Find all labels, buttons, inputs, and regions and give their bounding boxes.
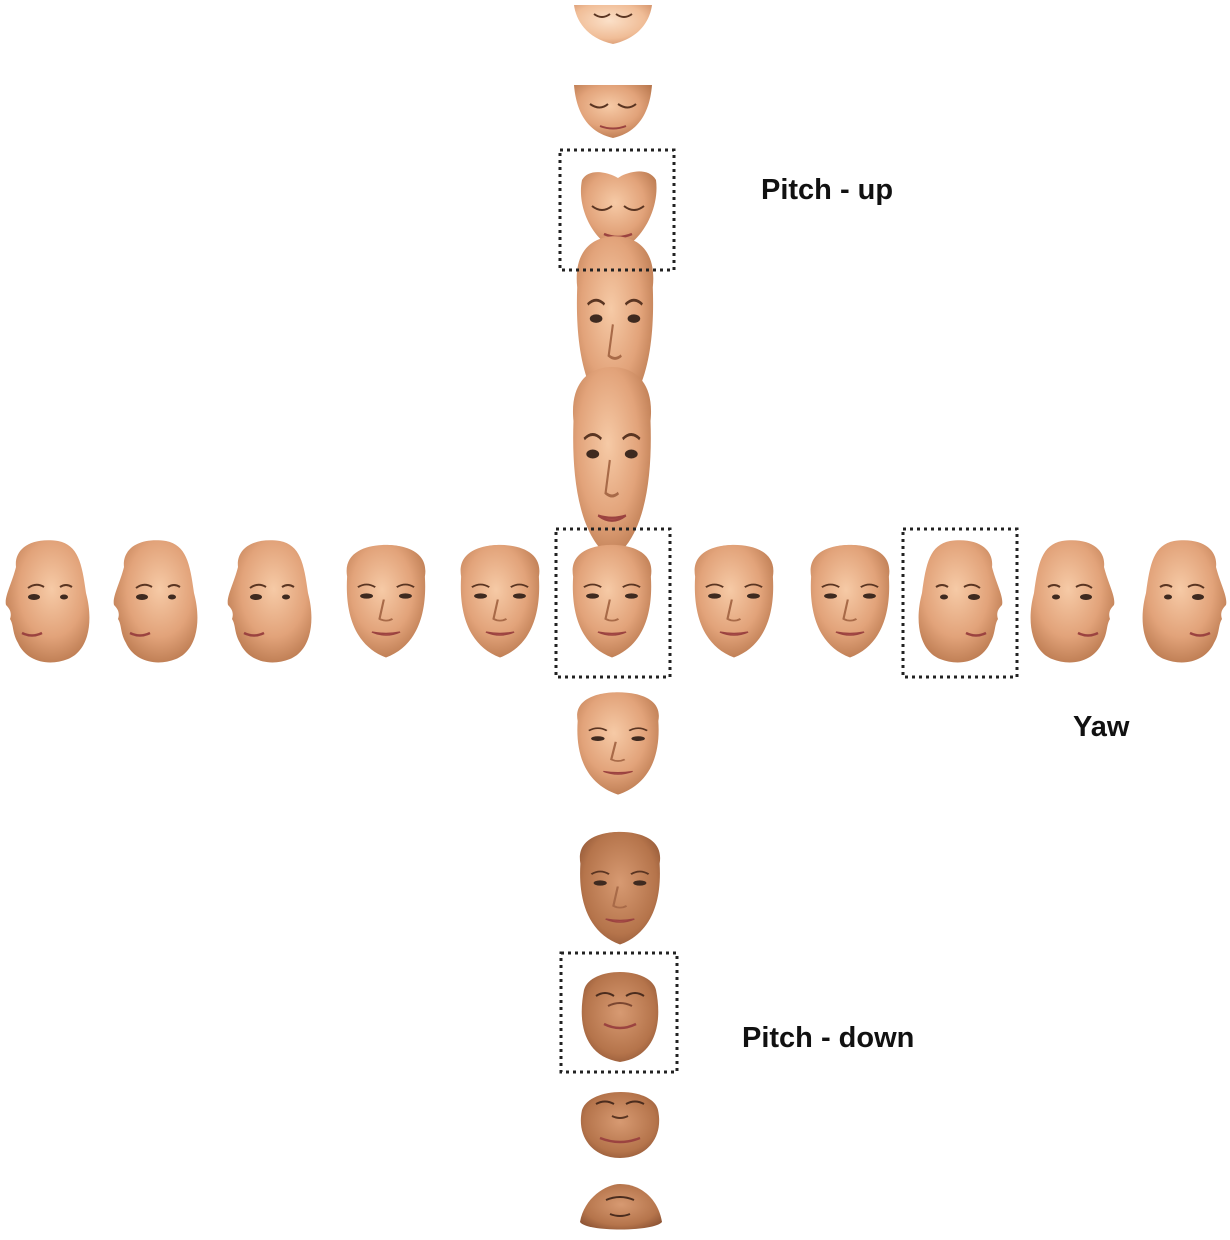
pitch-down-face-5 bbox=[580, 1184, 662, 1230]
yaw-left-face-3 bbox=[226, 539, 313, 664]
pitch-down-face-4 bbox=[580, 1092, 660, 1158]
frontal-face bbox=[571, 543, 653, 659]
pitch-up-face-2 bbox=[574, 85, 652, 138]
selection-frame-pitch-down bbox=[559, 951, 679, 1074]
yaw-left-face-4 bbox=[112, 539, 199, 664]
pitch-up-face-1 bbox=[574, 5, 652, 44]
selection-frame-yaw bbox=[901, 527, 1019, 679]
yaw-right-face-5 bbox=[1141, 539, 1228, 664]
pitch-down-face-1 bbox=[576, 691, 660, 796]
pitch-down-label: Pitch - down bbox=[742, 1022, 915, 1054]
yaw-left-face-5 bbox=[4, 539, 91, 664]
selection-frame-pitch-up bbox=[558, 148, 676, 272]
yaw-left-face-2 bbox=[345, 543, 427, 659]
yaw-left-face-1 bbox=[459, 543, 541, 659]
pitch-down-face-3 bbox=[581, 972, 659, 1062]
yaw-right-face-1 bbox=[693, 543, 775, 659]
yaw-right-face-4 bbox=[1029, 539, 1116, 664]
pitch-up-label: Pitch - up bbox=[761, 174, 894, 206]
yaw-label: Yaw bbox=[1073, 711, 1130, 743]
yaw-right-face-2 bbox=[809, 543, 891, 659]
yaw-right-face-3 bbox=[917, 539, 1004, 664]
pitch-down-face-2 bbox=[578, 830, 662, 946]
selection-frame-frontal bbox=[554, 527, 672, 679]
